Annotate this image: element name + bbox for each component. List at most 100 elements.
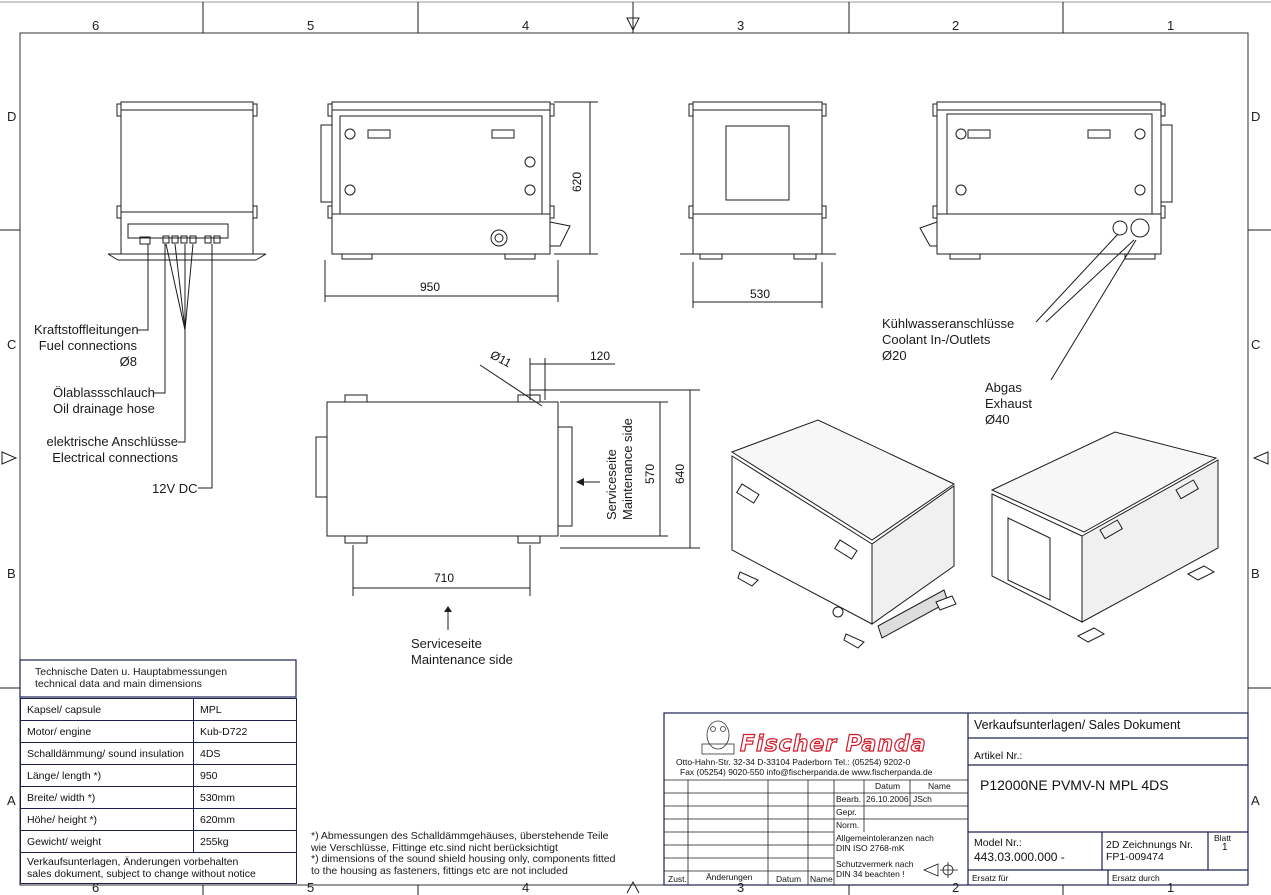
label-exhaust-de: Abgas <box>985 380 1022 395</box>
table-row: Länge/ length *)950 <box>20 764 297 787</box>
tb-aenderungen: Änderungen <box>706 872 753 882</box>
tech-key: Schalldämmung/ sound insulation <box>20 742 194 765</box>
label-coolant-de: Kühlwasseranschlüsse <box>882 316 1015 331</box>
grid-col-5: 5 <box>307 18 315 33</box>
tb-protection-1: Schutzvermerk nach <box>836 859 914 869</box>
tb-datum: Datum <box>875 781 901 791</box>
brand-logo: Fischer Panda <box>739 731 927 757</box>
grid-row-b: B <box>7 566 16 581</box>
tb-norm: Norm. <box>836 820 860 830</box>
dim-120: 120 <box>590 349 611 363</box>
label-coolant: Kühlwasseranschlüsse Coolant In-/Outlets… <box>882 316 1014 364</box>
grid-row-c-right: C <box>1251 337 1261 352</box>
grid-col-1-bottom: 1 <box>1167 880 1175 895</box>
tech-key: Gewicht/ weight <box>20 830 194 853</box>
dim-640: 640 <box>673 463 687 484</box>
tech-footer-de: Verkaufsunterlagen, Änderungen vorbehalt… <box>27 856 239 868</box>
tech-title-en: technical data and main dimensions <box>35 678 202 690</box>
label-oil: Öl­ablassschlauch Oil drainage hose <box>53 385 155 417</box>
tech-footer: Verkaufsunterlagen, Änderungen vorbehalt… <box>20 852 297 884</box>
tb-protection-2: DIN 34 beachten ! <box>836 869 905 879</box>
company-address: Otto-Hahn-Str. 32-34 D-33104 Paderborn T… <box>676 757 911 767</box>
tech-value: Kub-D722 <box>193 720 297 743</box>
grid-col-4-bottom: 4 <box>522 880 530 895</box>
note-line: to the housing as fasteners, fittings et… <box>311 864 568 877</box>
label-fuel-dia: Ø8 <box>119 354 137 369</box>
label-exhaust-dia: Ø40 <box>985 412 1010 427</box>
tech-key: Kapsel/ capsule <box>20 698 194 721</box>
tech-title: Technische Daten u. Hauptabmessungen tec… <box>35 666 227 690</box>
sheet-label: Blatt <box>1214 833 1232 843</box>
grid-row-a-right: A <box>1251 793 1260 808</box>
label-service-bottom: Serviceseite Maintenance side <box>411 636 513 668</box>
grid-col-6-bottom: 6 <box>92 880 100 895</box>
replaced-by-label: Ersatz durch <box>1112 873 1160 883</box>
grid-col-4: 4 <box>522 18 530 33</box>
tech-value: 620mm <box>193 808 297 831</box>
grid-col-2-bottom: 2 <box>952 880 960 895</box>
dim-length: 950 <box>420 280 441 294</box>
model-number: 443.03.000.000 - <box>974 850 1065 864</box>
label-12v: 12V DC <box>152 481 198 496</box>
dim-width: 530 <box>750 287 771 301</box>
grid-col-2: 2 <box>952 18 960 33</box>
label-service-bottom-en: Maintenance side <box>411 652 513 667</box>
grid-row-c: C <box>7 337 17 352</box>
tech-key: Motor/ engine <box>20 720 194 743</box>
product-name: P12000NE PVMV-N MPL 4DS <box>980 777 1169 793</box>
grid-row-b-right: B <box>1251 566 1260 581</box>
drawing-number-label: 2D Zeichnungs Nr. <box>1106 839 1193 851</box>
label-service-side: Serviceseite Maintenance side <box>604 418 636 520</box>
tech-key: Länge/ length *) <box>20 764 194 787</box>
tb-tolerance-2: DIN ISO 2768-mK <box>836 843 905 853</box>
tech-title-de: Technische Daten u. Hauptabmessungen <box>35 666 228 678</box>
label-exhaust: Abgas Exhaust Ø40 <box>985 380 1032 428</box>
grid-col-3-bottom: 3 <box>737 880 745 895</box>
grid-row-d: D <box>7 109 17 124</box>
tech-key: Höhe/ height *) <box>20 808 194 831</box>
grid-row-d-right: D <box>1251 109 1261 124</box>
replaces-label: Ersatz für <box>972 873 1009 883</box>
sales-document-title: Verkaufsunterlagen/ Sales Dokument <box>974 718 1181 732</box>
note-line: *) dimensions of the sound shield housin… <box>311 853 616 865</box>
label-coolant-dia: Ø20 <box>882 348 907 363</box>
table-row: Breite/ width *)530mm <box>20 786 297 809</box>
label-oil-en: Oil drainage hose <box>53 401 155 416</box>
tech-value: 255kg <box>193 830 297 853</box>
grid-col-5-bottom: 5 <box>307 880 315 895</box>
table-row: Höhe/ height *)620mm <box>20 808 297 831</box>
tech-value: 950 <box>193 764 297 787</box>
dim-570: 570 <box>643 463 657 484</box>
grid-col-3: 3 <box>737 18 745 33</box>
label-fuel-en: Fuel connections <box>38 338 137 353</box>
tb-bearb-name: JSch <box>913 794 932 804</box>
grid-col-6: 6 <box>92 18 100 33</box>
label-service-side-de: Serviceseite <box>604 449 619 520</box>
drawing-number: FP1-009474 <box>1106 851 1164 863</box>
tb-zust: Zust. <box>668 874 687 884</box>
label-electrical: elektrische Anschlüsse Electrical connec… <box>44 434 178 466</box>
tb-bearb: Bearb. <box>836 794 862 804</box>
tech-key: Breite/ width *) <box>20 786 194 809</box>
tb-gepr: Gepr. <box>836 807 857 817</box>
label-fuel-de: Kraftstoffleitungen <box>34 322 139 337</box>
tech-footer-en: sales dokument, subject to change withou… <box>27 868 256 880</box>
label-service-bottom-de: Serviceseite <box>411 636 482 651</box>
label-fuel: Kraftstoffleitungen Fuel connections Ø8 <box>34 322 139 370</box>
tb-bearb-date: 26.10.2006 <box>866 794 909 804</box>
label-electrical-en: Electrical connections <box>52 450 178 465</box>
label-coolant-en: Coolant In-/Outlets <box>882 332 991 347</box>
grid-row-a: A <box>7 793 16 808</box>
dim-height: 620 <box>570 171 584 192</box>
label-exhaust-en: Exhaust <box>985 396 1032 411</box>
article-label: Artikel Nr.: <box>974 750 1023 762</box>
model-label: Model Nr.: <box>974 837 1022 849</box>
dim-710: 710 <box>434 571 455 585</box>
label-oil-de: Öl­ablassschlauch <box>53 385 155 400</box>
table-row: Verkaufsunterlagen, Änderungen vorbehalt… <box>20 852 297 884</box>
grid-col-1: 1 <box>1167 18 1175 33</box>
